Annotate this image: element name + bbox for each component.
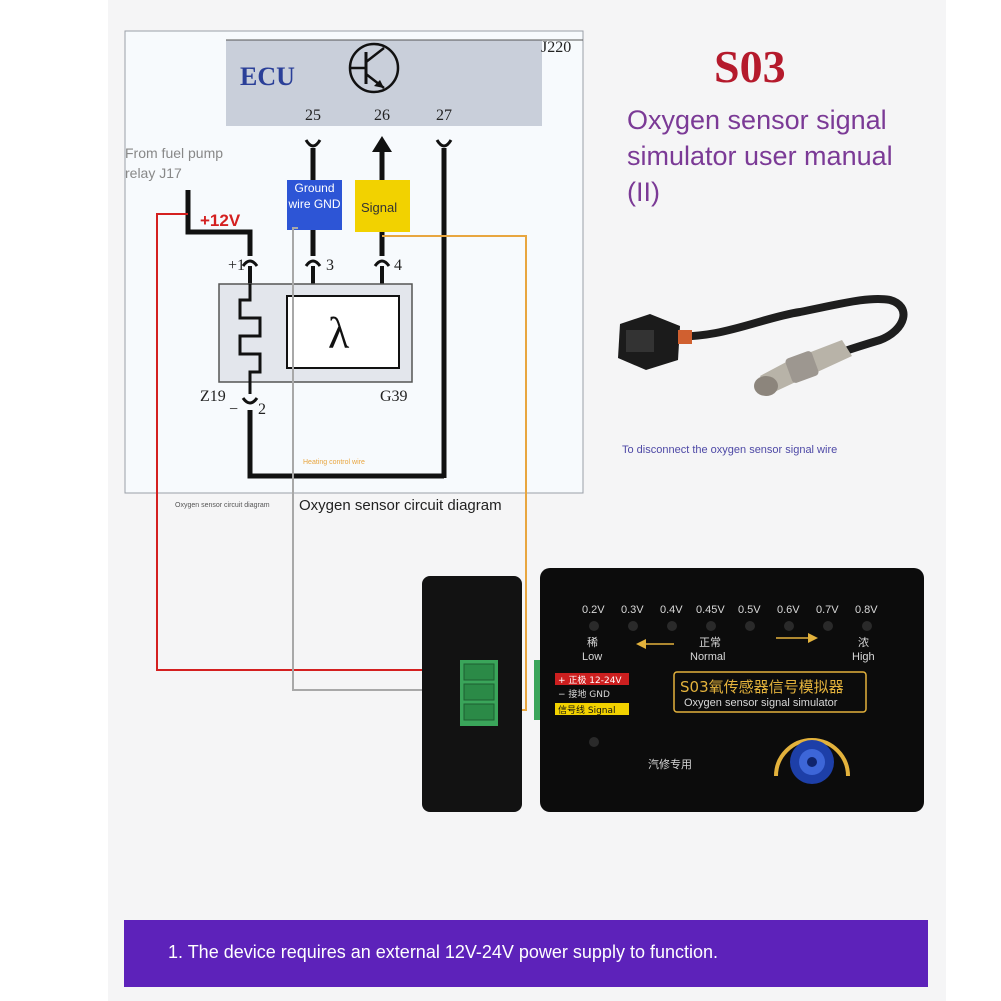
- rich-en: High: [852, 651, 875, 663]
- name-plate: [673, 671, 867, 713]
- ecu-pin-26: 26: [374, 107, 390, 124]
- rich-cn: 浓: [858, 636, 869, 649]
- pin-4-label: 4: [394, 257, 402, 274]
- normal-cn: 正常: [699, 636, 721, 649]
- arrow-up-icon: [372, 136, 392, 152]
- voltage-0: 0.2V: [582, 604, 605, 616]
- voltage-6: 0.7V: [816, 604, 839, 616]
- signal-terminal-label: 信号线 Signal: [558, 704, 616, 716]
- pin-3-label: 3: [326, 257, 334, 274]
- z19-label: Z19: [200, 388, 226, 405]
- manual-title: Oxygen sensor signal simulator user manu…: [627, 105, 893, 207]
- ecu-pin-25: 25: [305, 107, 321, 124]
- power-terminal-label: + 正极 12-24V: [558, 674, 622, 686]
- ground-label: Ground wire GND: [288, 181, 341, 211]
- oxygen-sensor-image: [618, 294, 908, 396]
- lean-en: Low: [582, 651, 602, 663]
- device-name-cn: S03氧传感器信号模拟器: [680, 678, 844, 696]
- diagram-caption: Oxygen sensor circuit diagram: [299, 497, 502, 514]
- voltage-2: 0.4V: [660, 604, 683, 616]
- led-row: [589, 621, 872, 631]
- transistor-icon: [348, 42, 400, 94]
- voltage-5: 0.6V: [777, 604, 800, 616]
- voltage-7: 0.8V: [855, 604, 878, 616]
- pin-2-label: 2: [258, 401, 266, 418]
- ecu-code: J220: [541, 39, 571, 56]
- power-wire: [185, 190, 253, 256]
- pin-1-label: +1: [228, 257, 245, 274]
- svg-text:−: −: [229, 401, 238, 418]
- signal-label-box: [355, 180, 410, 232]
- device-name-en: Oxygen sensor signal simulator: [684, 697, 838, 709]
- heating-label: Heating control wire: [303, 459, 365, 466]
- red-power-lead: [156, 213, 462, 671]
- power-led: [589, 737, 599, 747]
- heater-element-icon: [238, 284, 262, 394]
- ecu-pin-27: 27: [436, 107, 452, 124]
- voltage-label: +12V: [200, 211, 241, 230]
- signal-label: Signal: [361, 200, 397, 215]
- footer-note: 1. The device requires an external 12V-2…: [168, 942, 719, 962]
- g39-label: G39: [380, 388, 408, 405]
- voltage-1: 0.3V: [621, 604, 644, 616]
- auto-repair-label: 汽修专用: [648, 757, 692, 771]
- ecu-block: [226, 40, 542, 126]
- voltage-4: 0.5V: [738, 604, 761, 616]
- sensor-caption: To disconnect the oxygen sensor signal w…: [622, 444, 838, 456]
- model-title: S03: [714, 41, 786, 92]
- gnd-terminal-label: − 接地 GND: [558, 688, 610, 700]
- footer-banner: 1. The device requires an external 12V-2…: [124, 920, 928, 987]
- from-fuel-label: From fuel pump relay J17: [125, 145, 224, 181]
- normal-en: Normal: [690, 651, 725, 663]
- ground-label-box: [287, 180, 342, 230]
- small-caption: Oxygen sensor circuit diagram: [175, 502, 270, 509]
- gray-ground-lead: [292, 227, 462, 691]
- voltage-3: 0.45V: [696, 604, 725, 616]
- lean-cn: 稀: [587, 636, 598, 649]
- lambda-symbol: λ: [328, 309, 350, 358]
- ecu-label: ECU: [240, 62, 295, 91]
